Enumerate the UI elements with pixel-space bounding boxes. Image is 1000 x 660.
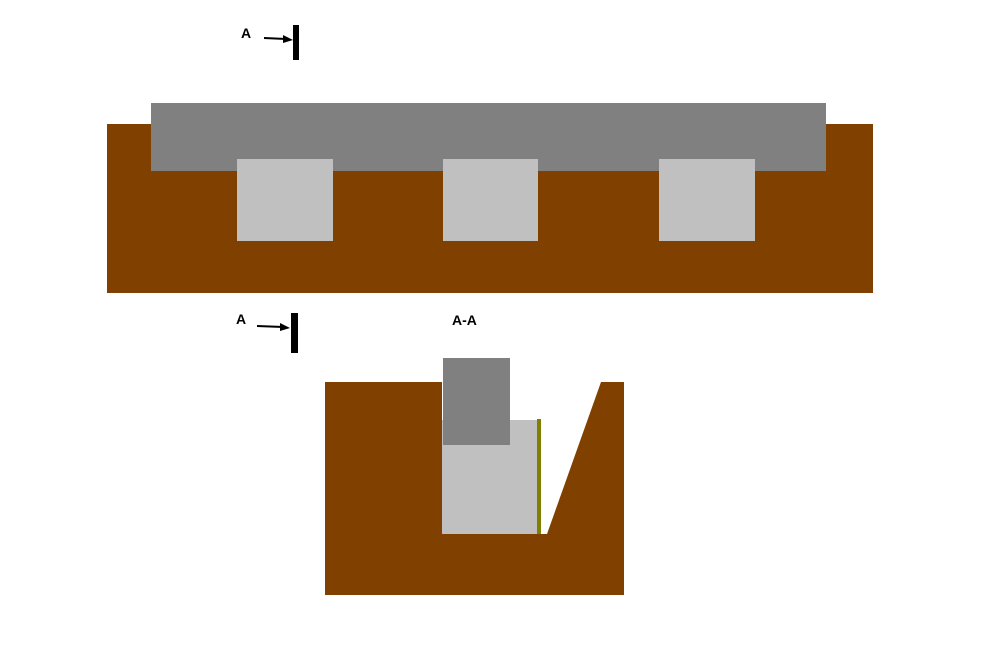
section-marker-bottom-label: A — [236, 311, 246, 327]
arrow-head-icon — [280, 323, 290, 331]
block-3 — [659, 159, 755, 241]
arrow-icon — [256, 325, 284, 328]
section-marker-bottom: A — [236, 311, 298, 353]
section-line — [293, 25, 299, 60]
block-1 — [237, 159, 333, 241]
liner — [537, 419, 541, 534]
section-marker-top-label: A — [241, 25, 251, 41]
arrow-icon — [263, 37, 287, 40]
section-title: A-A — [452, 312, 477, 328]
plan-view — [107, 103, 873, 293]
block-2 — [443, 159, 538, 241]
section-line — [291, 313, 298, 353]
section-view — [325, 358, 624, 595]
section-marker-top: A — [241, 25, 299, 60]
beam-section — [443, 358, 510, 445]
arrow-head-icon — [283, 35, 293, 43]
